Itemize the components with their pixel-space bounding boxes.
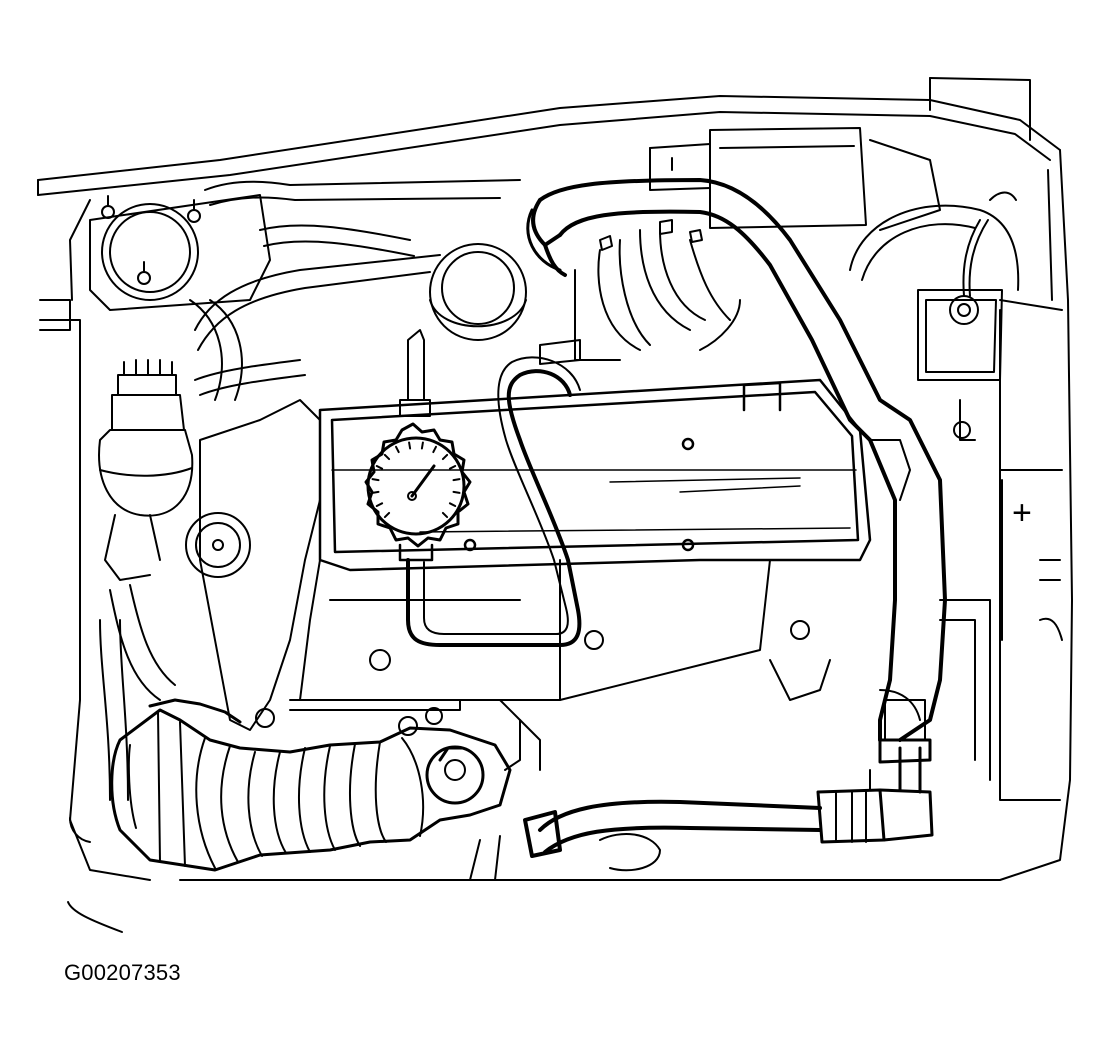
gauge-tick [432, 445, 437, 454]
gauge-hose [406, 356, 582, 647]
body-outline [37, 77, 1073, 881]
gauge-fitting [399, 399, 431, 417]
gauge-stem [407, 329, 425, 401]
gauge-ticks [371, 441, 461, 519]
relay-box [649, 127, 941, 231]
intake-manifold-left [185, 399, 321, 731]
intake-pipe [526, 178, 947, 742]
gauge-tick [371, 478, 380, 482]
throttle-body [425, 745, 485, 805]
oil-filler-cap [429, 243, 527, 341]
gauge-tick [420, 441, 424, 450]
strut-tower-left [89, 194, 271, 311]
gauge-tick [375, 465, 384, 470]
gauge-tick [452, 490, 461, 494]
gauge-tick [448, 465, 457, 470]
gauge-tick [383, 511, 391, 519]
coolant-reservoir [98, 359, 194, 581]
gauge-tick [441, 511, 449, 519]
battery [999, 469, 1063, 641]
gauge-tick [448, 502, 457, 507]
hose-connector [816, 699, 934, 844]
battery-plus-symbol: + [1012, 494, 1032, 532]
gauge-tick [452, 478, 461, 482]
ignition-leads [539, 219, 741, 365]
gauge-tick [371, 490, 380, 494]
leader-line [67, 901, 123, 933]
upper-left-tubes [194, 179, 521, 396]
figure-id-label: G00207353 [64, 960, 181, 985]
gauge-tick [441, 453, 449, 461]
intake-boot [110, 698, 512, 872]
gauge-pivot [407, 491, 417, 501]
pressure-gauge [364, 329, 472, 562]
gauge-tick [408, 441, 412, 450]
gauge-knurl-ring [364, 422, 472, 548]
lower-hose [523, 799, 822, 858]
gauge-needle [410, 464, 436, 498]
gauge-tick [383, 453, 391, 461]
gauge-face [366, 436, 466, 536]
brake-booster [849, 191, 1020, 381]
valve-cover [318, 378, 872, 572]
gauge-neck [398, 543, 434, 562]
gauge-tick [395, 445, 400, 454]
lower-details [69, 699, 661, 881]
right-brackets [869, 399, 991, 781]
gauge-tick [375, 502, 384, 507]
left-hoses [99, 299, 243, 801]
